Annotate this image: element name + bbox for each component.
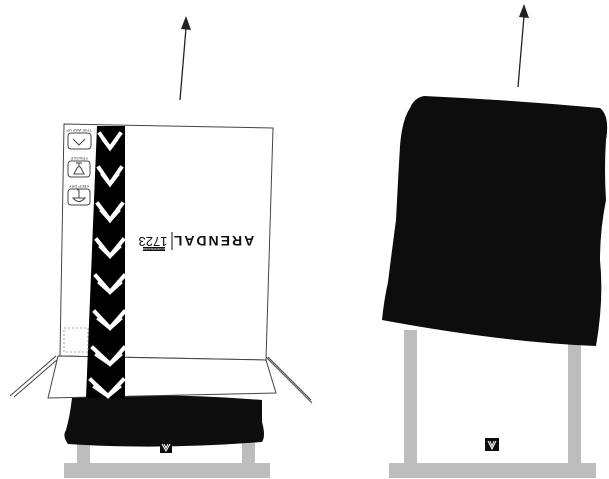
cover-logo-tag-right xyxy=(485,438,499,451)
handling-icons: THIS WAY UP FRAGILE KEEP DRY xyxy=(66,128,92,205)
brand-name: ARENDAL xyxy=(172,233,254,249)
model-number: 1723 xyxy=(139,234,168,249)
keep-dry-label: KEEP DRY xyxy=(69,184,89,189)
this-way-up-label: THIS WAY UP xyxy=(66,128,92,133)
lift-up-arrow-right xyxy=(518,4,529,87)
speaker-stand-right xyxy=(389,330,596,478)
keep-dry-icon: KEEP DRY xyxy=(68,184,90,205)
shipping-box: THIS WAY UP FRAGILE KEEP DRY ARENDAL xyxy=(48,124,276,398)
this-way-up-icon: THIS WAY UP xyxy=(66,128,92,149)
model-tag: LOUDSPEAKER xyxy=(142,247,165,251)
brand-print: ARENDAL 1723 LOUDSPEAKER xyxy=(139,232,255,251)
right-scene xyxy=(382,4,607,478)
lift-up-arrow-left xyxy=(180,16,191,100)
covered-speaker-left xyxy=(64,395,264,453)
fragile-label: FRAGILE xyxy=(70,156,87,161)
fragile-icon: FRAGILE xyxy=(68,156,90,177)
left-scene: THIS WAY UP FRAGILE KEEP DRY ARENDAL xyxy=(10,16,312,478)
